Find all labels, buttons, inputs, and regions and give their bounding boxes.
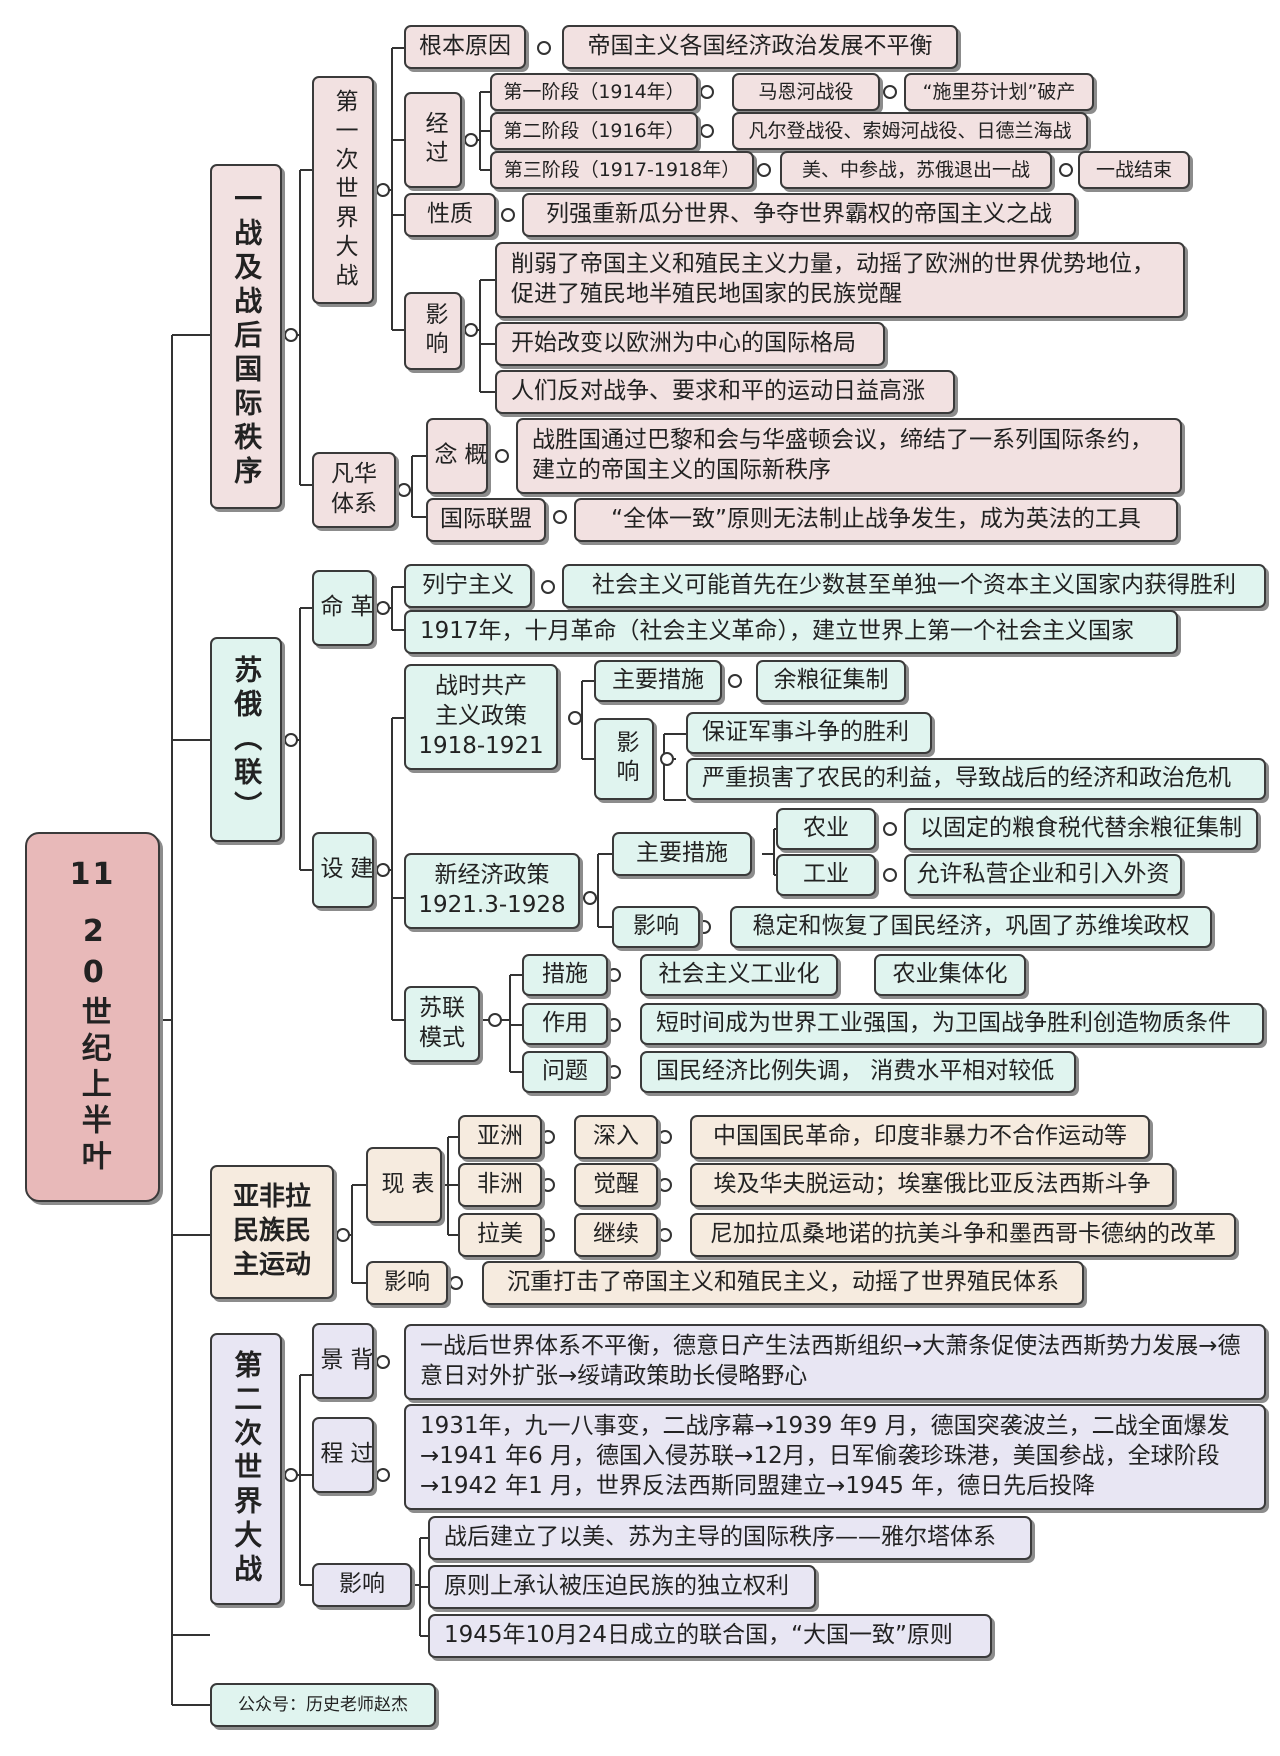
text-wc-measures: 余粮征集制: [756, 660, 906, 702]
text-october-revolution: 1917年，十月革命（社会主义革命），建立世界上第一个社会主义国家: [404, 610, 1178, 654]
text-stage2-battles: 凡尔登战役、索姆河战役、日德兰海战: [732, 112, 1088, 150]
node-model-effect: 作用: [522, 1003, 608, 1045]
node-stage2: 第二阶段（1916年）: [490, 112, 698, 150]
node-concept: 概念: [426, 418, 488, 494]
text-ww2-impact-3: 1945年10月24日成立的联合国，“大国一致”原则: [428, 1614, 992, 1658]
war-communism-years: 1918-1921: [418, 732, 544, 759]
node-africa: 非洲: [458, 1163, 542, 1207]
node-latam-keyword: 继续: [574, 1213, 658, 1257]
node-course: 经过: [404, 92, 462, 188]
text-nep-impact: 稳定和恢复了国民经济，巩固了苏维埃政权: [730, 906, 1212, 948]
node-process: 过程: [312, 1417, 374, 1493]
node-revolution: 革命: [312, 570, 374, 646]
node-movement-impact: 影响: [366, 1261, 448, 1305]
node-africa-keyword: 觉醒: [574, 1163, 658, 1207]
text-stage3-events: 美、中参战，苏俄退出一战: [780, 151, 1052, 189]
section-soviet: 苏俄（联）: [210, 637, 282, 842]
text-agriculture: 以固定的粮食税代替余粮征集制: [904, 808, 1258, 850]
node-agriculture: 农业: [776, 808, 876, 850]
node-manifestation: 表现: [366, 1147, 442, 1223]
text-stage3-end: 一战结束: [1078, 151, 1190, 189]
text-ww1-impact-2: 开始改变以欧洲为中心的国际格局: [495, 322, 885, 366]
text-background: 一战后世界体系不平衡，德意日产生法西斯组织→大萧条促使法西斯势力发展→德意日对外…: [404, 1324, 1266, 1400]
node-wc-impact: 影响: [594, 718, 654, 800]
text-ww2-impact-1: 战后建立了以美、苏为主导的国际秩序——雅尔塔体系: [428, 1516, 1032, 1560]
node-ww1: 第一次世界大战: [312, 76, 374, 304]
war-communism-line2: 主义政策: [435, 703, 527, 730]
text-wc-impact-2: 严重损害了农民的利益，导致战后的经济和政治危机: [686, 758, 1266, 800]
section-national-movements: 亚非拉民族民主运动: [210, 1165, 334, 1299]
node-leninism: 列宁主义: [404, 564, 532, 608]
node-soviet-model: 苏联模式: [404, 986, 480, 1062]
text-root-cause: 帝国主义各国经济政治发展不平衡: [562, 25, 958, 69]
node-ww2-impact: 影响: [312, 1563, 412, 1607]
nep-years: 1921.3-1928: [418, 892, 566, 918]
section-ww1-order: 一战及战后国际秩序: [210, 164, 282, 509]
text-africa: 埃及华夫脱运动；埃塞俄比亚反法西斯斗争: [690, 1163, 1174, 1207]
node-war-communism: 战时共产 主义政策 1918-1921: [404, 664, 558, 770]
node-nep-impact: 影响: [612, 906, 700, 948]
node-asia-keyword: 深入: [574, 1115, 658, 1159]
section-ww2: 第二次世界大战: [210, 1333, 282, 1605]
text-industrialization: 社会主义工业化: [640, 954, 838, 996]
node-stage1: 第一阶段（1914年）: [490, 73, 698, 111]
node-versailles-washington: 凡华体系: [312, 452, 396, 528]
node-model-problem: 问题: [522, 1051, 608, 1093]
text-industry: 允许私营企业和引入外资: [904, 854, 1182, 896]
text-concept: 战胜国通过巴黎和会与华盛顿会议，缔结了一系列国际条约，建立的帝国主义的国际新秩序: [516, 418, 1182, 494]
node-ww1-impact: 影响: [404, 292, 462, 370]
node-league: 国际联盟: [426, 498, 546, 542]
text-wc-impact-1: 保证军事斗争的胜利: [686, 712, 932, 754]
text-ww1-impact-1: 削弱了帝国主义和殖民主义力量，动摇了欧洲的世界优势地位，促进了殖民地半殖民地国家…: [495, 242, 1185, 318]
node-wc-measures: 主要措施: [594, 660, 722, 702]
text-ww1-impact-3: 人们反对战争、要求和平的运动日益高涨: [495, 370, 955, 414]
root-title: 20世纪上半叶: [75, 914, 111, 1177]
text-stage1-schlieffen: “施里芬计划”破产: [904, 73, 1094, 111]
node-nature: 性质: [404, 193, 496, 237]
text-process: 1931年，九一八事变，二战序幕→1939 年9 月，德国突袭波兰，二战全面爆发…: [404, 1404, 1266, 1510]
root-number: 11: [69, 856, 116, 892]
text-nature: 列强重新瓜分世界、争夺世界霸权的帝国主义之战: [522, 193, 1076, 237]
text-model-problem: 国民经济比例失调， 消费水平相对较低: [640, 1051, 1076, 1093]
text-collectivization: 农业集体化: [874, 954, 1026, 996]
footer-credit: 公众号：历史老师赵杰: [210, 1683, 436, 1727]
war-communism-line1: 战时共产: [435, 673, 527, 700]
node-model-measures: 措施: [522, 954, 608, 996]
text-model-effect: 短时间成为世界工业强国，为卫国战争胜利创造物质条件: [640, 1003, 1264, 1045]
text-stage1-marne: 马恩河战役: [732, 73, 880, 111]
node-industry: 工业: [776, 854, 876, 896]
node-latin-america: 拉美: [458, 1213, 542, 1257]
node-stage3: 第三阶段（1917-1918年）: [490, 151, 754, 189]
text-latin-america: 尼加拉瓜桑地诺的抗美斗争和墨西哥卡德纳的改革: [690, 1213, 1236, 1257]
node-nep-measures: 主要措施: [612, 832, 752, 876]
text-ww2-impact-2: 原则上承认被压迫民族的独立权利: [428, 1565, 816, 1609]
root-node: 11 20世纪上半叶: [25, 832, 160, 1202]
node-asia: 亚洲: [458, 1115, 542, 1159]
node-nep: 新经济政策 1921.3-1928: [404, 853, 580, 929]
text-movement-impact: 沉重打击了帝国主义和殖民主义，动摇了世界殖民体系: [482, 1261, 1084, 1305]
node-root-cause: 根本原因: [404, 25, 526, 69]
text-asia: 中国国民革命，印度非暴力不合作运动等: [690, 1115, 1150, 1159]
node-construction: 建设: [312, 832, 374, 908]
text-league: “全体一致”原则无法制止战争发生，成为英法的工具: [574, 498, 1178, 542]
nep-title: 新经济政策: [434, 862, 550, 889]
text-leninism: 社会主义可能首先在少数甚至单独一个资本主义国家内获得胜利: [562, 564, 1266, 608]
node-background: 背景: [312, 1323, 374, 1399]
